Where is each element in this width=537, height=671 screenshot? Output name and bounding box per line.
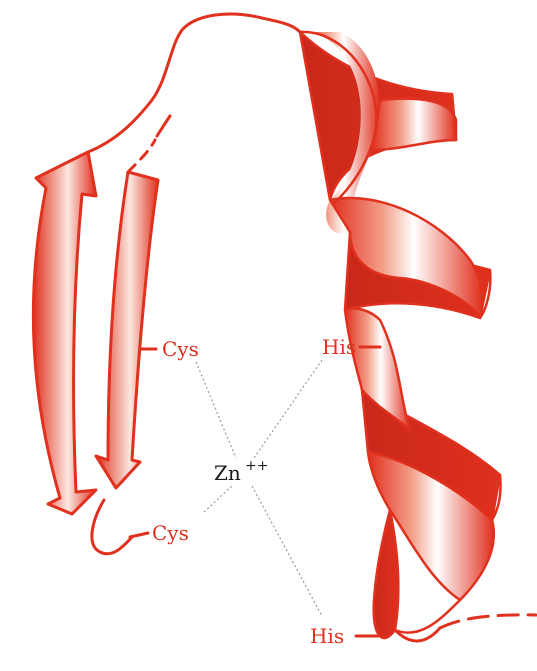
label-his-bottom: His [310, 624, 344, 648]
label-his-top: His [322, 335, 356, 359]
label-cys-bottom: Cys [152, 521, 189, 545]
zinc-ion-charge: ++ [245, 458, 268, 474]
coordination-lines [196, 360, 322, 616]
beta-strand-left [33, 152, 96, 514]
zinc-ion-label: Zn [214, 461, 241, 485]
beta-strand-right [96, 172, 158, 488]
label-cys-top: Cys [162, 337, 199, 361]
